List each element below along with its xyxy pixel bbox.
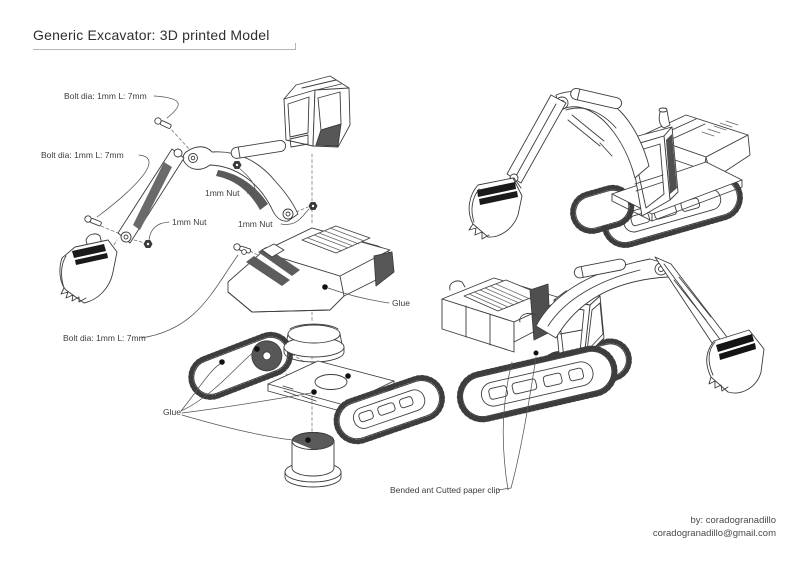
stick-part — [118, 149, 184, 243]
cab-part — [284, 76, 350, 147]
label-nut-stick: 1mm Nut — [172, 217, 207, 227]
label-bolt-dia-bucket: Bolt dia: 1mm L: 7mm — [41, 150, 124, 160]
boom-part — [183, 140, 298, 221]
credits-email: coradogranadillo@gmail.com — [652, 528, 776, 539]
assembled-view-bottom — [442, 257, 764, 424]
turntable-dome-part — [284, 324, 344, 362]
label-nut-boom-pivot: 1mm Nut — [205, 188, 240, 198]
label-bolt-dia-boom: Bolt dia: 1mm L: 7mm — [64, 91, 147, 101]
glue-dots — [219, 284, 539, 443]
pivot-bushing-part — [285, 433, 341, 488]
label-nut-boom-lower: 1mm Nut — [238, 219, 273, 229]
nut-icon — [144, 162, 317, 248]
title-underline-tick — [295, 43, 296, 50]
right-track-part — [330, 372, 448, 448]
label-bolt-dia-body: Bolt dia: 1mm L: 7mm — [63, 333, 146, 343]
bolt-icon — [84, 117, 251, 255]
leader-lines — [97, 96, 536, 490]
upper-body-part — [228, 226, 394, 312]
bucket-part — [60, 234, 117, 303]
label-glue-undercarriage: Glue — [163, 407, 181, 417]
title-underline — [33, 49, 296, 50]
page-title: Generic Excavator: 3D printed Model — [33, 27, 270, 43]
left-track-part — [185, 329, 296, 404]
credits-block: by: coradogranadillo coradogranadillo@gm… — [653, 514, 776, 540]
credits-author: by: coradogranadillo — [690, 515, 776, 526]
label-paper-clip: Bended ant Cutted paper clip — [390, 485, 501, 495]
label-glue-body: Glue — [392, 298, 410, 308]
assembled-view-top — [469, 87, 750, 250]
exploded-view — [60, 76, 448, 487]
